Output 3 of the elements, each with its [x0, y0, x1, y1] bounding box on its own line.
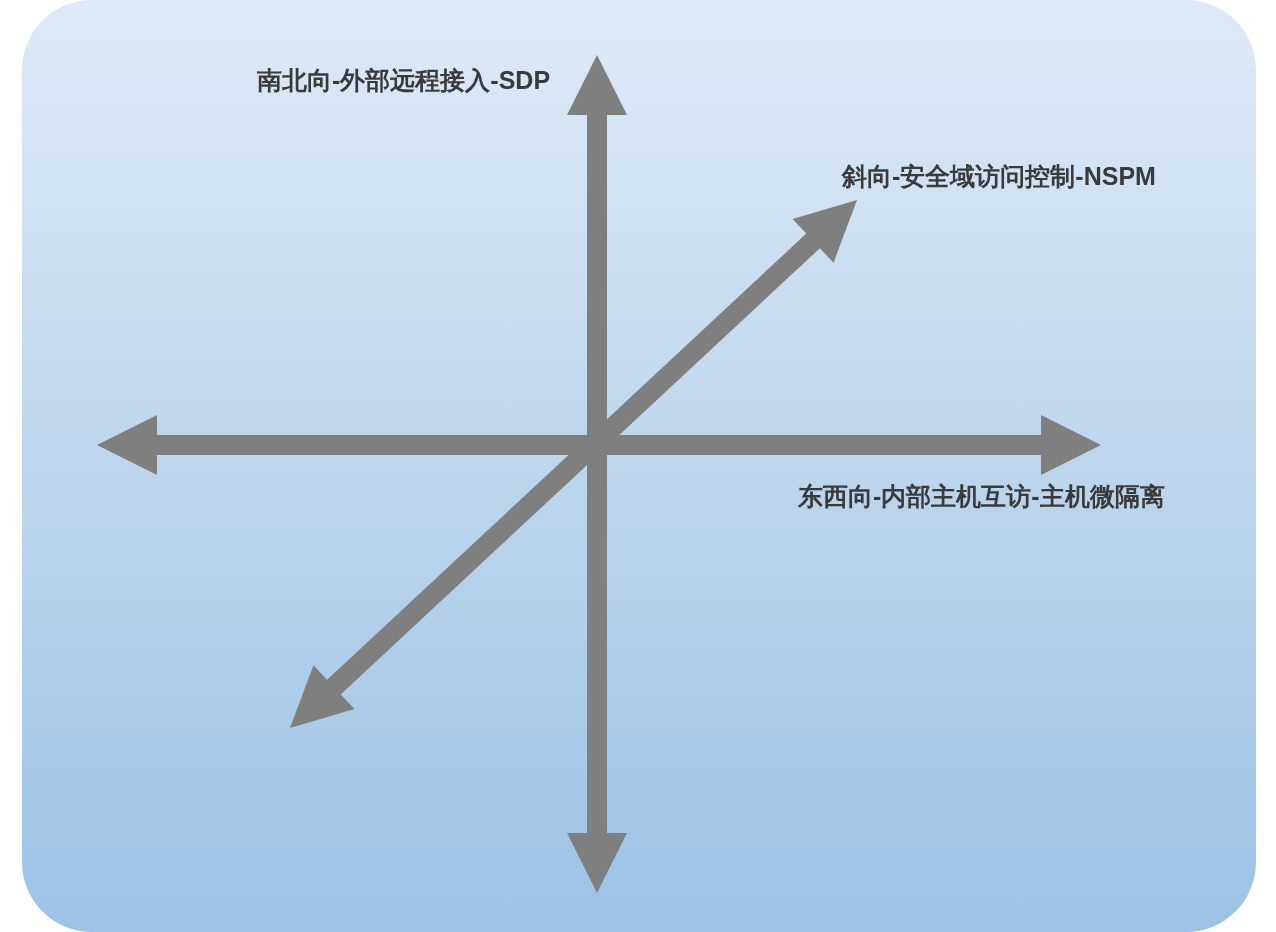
axis-label: 东西向-内部主机互访-主机微隔离: [798, 481, 1165, 512]
axis-label: 南北向-外部远程接入-SDP: [257, 65, 551, 96]
axis-label: 斜向-安全域访问控制-NSPM: [842, 161, 1156, 192]
